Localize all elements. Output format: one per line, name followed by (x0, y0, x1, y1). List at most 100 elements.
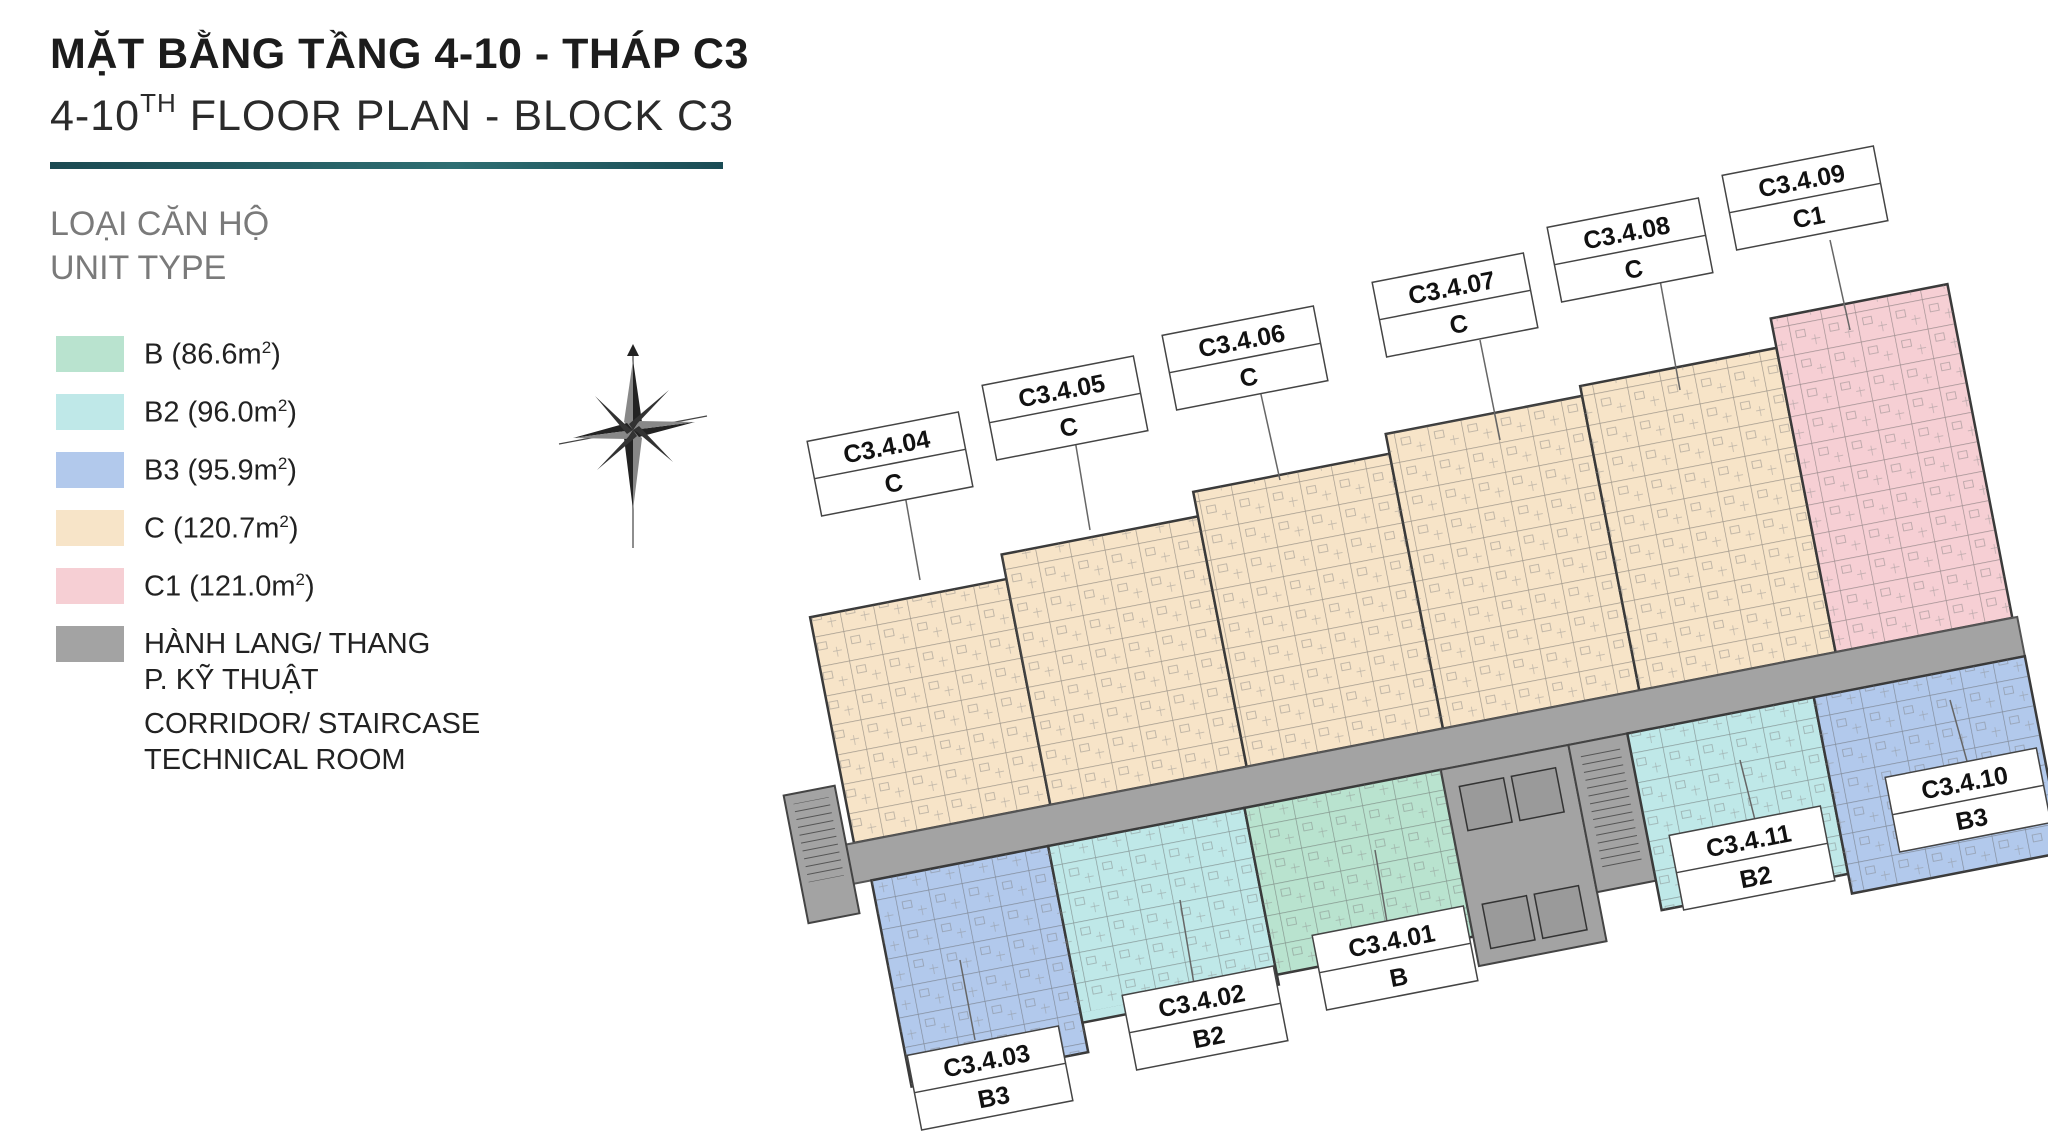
legend-corridor-line2: P. KỸ THUẬT (144, 664, 319, 696)
legend-swatch-b2 (56, 394, 124, 430)
legend-label-b3: B3 (95.9m2) (144, 454, 297, 487)
unit-c3-4-05-rooms (1001, 516, 1203, 580)
tag-type-c3-4-01: B (1387, 962, 1410, 993)
legend-unit-c: m (255, 512, 280, 545)
tag-type-c3-4-04: C (882, 468, 905, 499)
legend-swatch-c1 (56, 568, 124, 604)
legend-unit-sup-b2: 2 (277, 396, 288, 415)
tag-type-c3-4-10: B3 (1953, 803, 1990, 837)
legend-type-b2: B2 (144, 396, 180, 429)
legend-swatch-b3 (56, 452, 124, 488)
legend-item-c1: C1 (121.0m2) (56, 568, 516, 626)
legend-corridor-line1: HÀNH LANG/ THANG (144, 628, 431, 660)
leader-lines (904, 239, 1976, 1041)
legend-unit-b3: m (253, 454, 278, 487)
tag-c3-4-01: C3.4.01 B (1311, 905, 1479, 1011)
unit-c3-4-08-rooms (1580, 347, 1792, 465)
subtitle-text: FLOOR PLAN - BLOCK C3 (176, 92, 735, 140)
tag-type-c3-4-08: C (1622, 254, 1645, 285)
legend-label-c: C (120.7m2) (144, 512, 299, 545)
unit-type-heading: LOẠI CĂN HỘ UNIT TYPE (50, 202, 269, 290)
stair-west (793, 796, 845, 883)
leader-c3-4-02 (1179, 899, 1196, 991)
tag-type-c3-4-07: C (1447, 309, 1470, 340)
legend-unit-sup-c: 2 (279, 512, 289, 531)
legend-type-c1: C1 (144, 570, 182, 603)
legend-unit-sup-b3: 2 (277, 454, 288, 473)
tag-c3-4-03: C3.4.03 B3 (906, 1025, 1074, 1131)
tag-type-c3-4-11: B2 (1737, 861, 1774, 895)
legend-area-b2: 96.0 (197, 396, 254, 429)
page-title: MẶT BẰNG TẦNG 4-10 - THÁP C3 (50, 30, 749, 78)
legend-area-b3: 95.9 (197, 454, 254, 487)
tag-type-c3-4-09: C1 (1790, 201, 1827, 235)
legend-unit-sup-b: 2 (261, 338, 272, 357)
legend-swatch-c (56, 510, 124, 546)
unit-c3-4-09-rooms (1770, 284, 1969, 427)
unit-type-heading-en: UNIT TYPE (50, 249, 227, 287)
legend-label-b2: B2 (96.0m2) (144, 396, 297, 429)
elevator-2 (1510, 766, 1565, 822)
tag-type-c3-4-05: C (1057, 412, 1080, 443)
tag-c3-4-06: C3.4.06 C (1161, 305, 1329, 411)
legend-item-b3: B3 (95.9m2) (56, 452, 516, 510)
legend-corridor-en2: TECHNICAL ROOM (144, 744, 406, 776)
page-subtitle: 4-10TH FLOOR PLAN - BLOCK C3 (50, 88, 735, 141)
unit-tags: C3.4.04 C C3.4.05 C C3.4.06 C C3.4.07 C … (806, 145, 2048, 1131)
tag-type-c3-4-03: B3 (975, 1081, 1012, 1115)
tag-c3-4-04: C3.4.04 C (806, 411, 974, 517)
legend-area-c: 120.7 (182, 512, 256, 545)
south-wing-rooms-west (871, 769, 1474, 1048)
legend-label-corridor: HÀNH LANG/ THANG P. KỸ THUẬT (144, 626, 564, 698)
legend-type-c: C (144, 512, 165, 545)
tag-c3-4-10: C3.4.10 B3 (1884, 747, 2048, 853)
legend-corridor-en1: CORRIDOR/ STAIRCASE (144, 708, 481, 740)
legend-label-c1: C1 (121.0m2) (144, 570, 315, 603)
leader-c3-4-05 (1074, 439, 1091, 531)
legend-item-b2: B2 (96.0m2) (56, 394, 516, 452)
tag-c3-4-05: C3.4.05 C (981, 355, 1149, 461)
legend-unit-b2: m (253, 396, 278, 429)
leader-c3-4-09 (1829, 239, 1851, 331)
legend-corridor-en: CORRIDOR/ STAIRCASE TECHNICAL ROOM (144, 706, 584, 778)
elevator-4 (1533, 884, 1588, 940)
legend-area-b: 86.6 (181, 338, 238, 371)
tag-c3-4-08: C3.4.08 C (1546, 197, 1714, 303)
legend-label-b: B (86.6m2) (144, 338, 281, 371)
leader-c3-4-07 (1479, 339, 1501, 441)
compass-rose-icon (558, 344, 708, 548)
tag-c3-4-07: C3.4.07 C (1371, 252, 1539, 358)
leader-c3-4-04 (904, 494, 921, 581)
unit-c3-4-07-rooms (1385, 395, 1596, 503)
legend-unit-c1: m (271, 570, 296, 603)
leader-c3-4-06 (1259, 389, 1281, 481)
tag-c3-4-02: C3.4.02 B2 (1121, 965, 1289, 1071)
tag-c3-4-09: C3.4.09 C1 (1721, 145, 1889, 251)
stair-east-steps (1580, 745, 1643, 871)
legend-unit-b: m (237, 338, 262, 371)
tag-c3-4-11: C3.4.11 B2 (1668, 805, 1836, 911)
elevator-1 (1458, 777, 1513, 832)
title-divider (50, 162, 723, 169)
unit-c3-4-10-rooms (1848, 832, 2048, 894)
legend-unit-sup-c1: 2 (295, 570, 306, 589)
legend-swatch-corridor (56, 626, 124, 662)
legend-type-b3: B3 (144, 454, 180, 487)
legend-item-c: C (120.7m2) (56, 510, 516, 568)
tag-type-c3-4-06: C (1237, 362, 1260, 393)
subtitle-ordinal: TH (140, 88, 177, 118)
elevator-3 (1481, 894, 1536, 950)
legend-swatch-b (56, 336, 124, 372)
unit-c3-4-06-rooms (1193, 453, 1400, 541)
leader-c3-4-08 (1659, 279, 1681, 391)
tag-type-c3-4-02: B2 (1190, 1021, 1227, 1055)
leader-c3-4-03 (959, 959, 976, 1041)
legend-area-c1: 121.0 (198, 570, 272, 603)
north-wing-rooms (810, 392, 2013, 844)
subtitle-floors: 4-10 (50, 92, 141, 140)
legend-type-b: B (144, 338, 164, 371)
unit-type-heading-vi: LOẠI CĂN HỘ (50, 205, 270, 243)
legend-item-b: B (86.6m2) (56, 336, 516, 394)
legend: B (86.6m2) B2 (96.0m2) B3 (95.9m2) C (12… (56, 336, 516, 626)
